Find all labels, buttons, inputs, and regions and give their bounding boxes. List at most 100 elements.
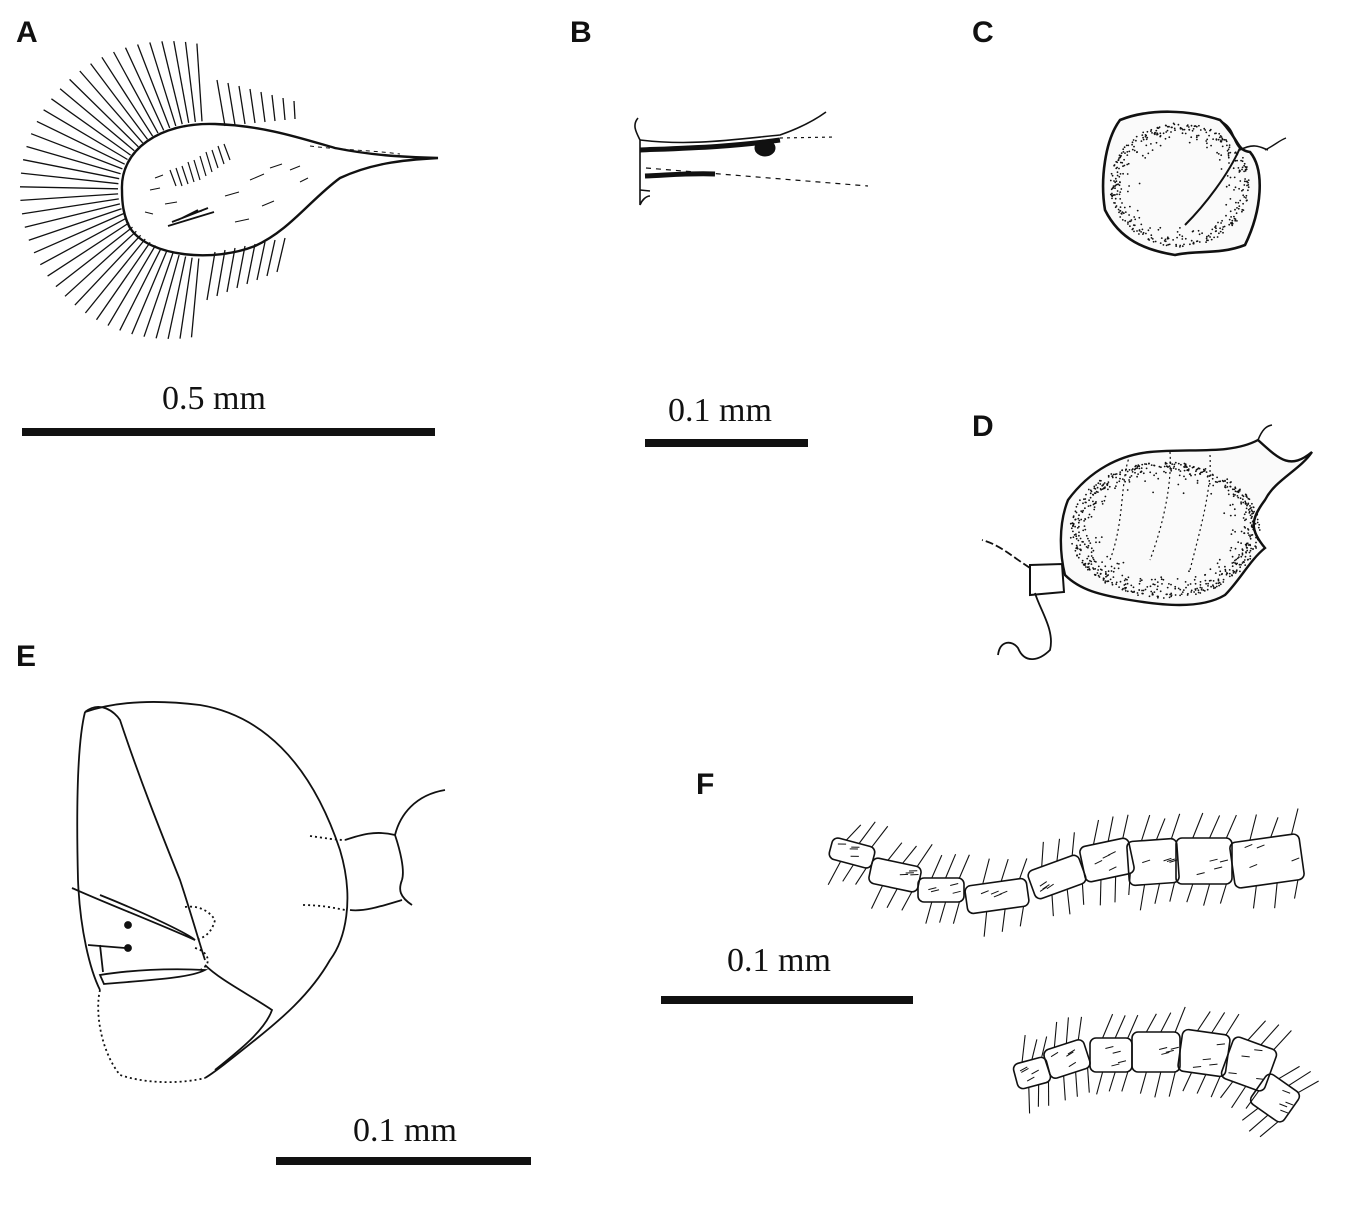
dot — [1074, 510, 1077, 513]
dot — [1202, 468, 1205, 471]
dot — [1174, 461, 1177, 464]
dot — [1126, 489, 1129, 491]
seta — [36, 120, 125, 165]
dot — [1247, 503, 1249, 506]
panel-label-c: C — [972, 16, 994, 49]
dot — [1214, 230, 1217, 233]
dot — [1151, 132, 1153, 134]
wing-outline — [120, 122, 439, 257]
dot — [1123, 584, 1126, 586]
dot — [1209, 236, 1211, 238]
dot — [1245, 194, 1248, 197]
dot — [1136, 465, 1139, 468]
dot — [1110, 565, 1113, 568]
dot — [1083, 543, 1086, 546]
dot — [1194, 473, 1197, 476]
dot — [1158, 126, 1161, 128]
dot — [1116, 193, 1118, 196]
dot — [1083, 525, 1086, 527]
dot — [1258, 523, 1261, 526]
dot — [1113, 567, 1116, 570]
dot — [1140, 223, 1143, 226]
seta — [113, 51, 159, 134]
dot — [1237, 541, 1240, 544]
dot — [1226, 175, 1229, 177]
dot — [1236, 557, 1239, 560]
dot — [1233, 215, 1235, 218]
dot — [1144, 157, 1147, 159]
dot — [1117, 567, 1120, 570]
dot — [1234, 494, 1236, 496]
dot — [1194, 576, 1197, 578]
dot — [1257, 526, 1260, 529]
seta — [276, 237, 286, 273]
dot — [1163, 465, 1166, 468]
dot — [1103, 499, 1106, 502]
dot — [1188, 570, 1190, 573]
dot — [1154, 578, 1157, 581]
dot — [1235, 212, 1238, 215]
seta — [173, 40, 190, 124]
dot — [1119, 191, 1122, 194]
dot — [1087, 544, 1090, 547]
dot — [1150, 590, 1153, 593]
dot — [1173, 127, 1176, 130]
dot — [1119, 161, 1122, 164]
dot — [1094, 568, 1097, 570]
antenna-segment — [1131, 1006, 1186, 1098]
dot — [1111, 475, 1114, 478]
dot — [1193, 591, 1195, 593]
dot — [1111, 192, 1113, 195]
dot — [1190, 239, 1193, 242]
dot — [1152, 583, 1155, 586]
dot — [1242, 517, 1245, 519]
dot — [1096, 572, 1099, 574]
dot — [1206, 146, 1208, 149]
dot — [1105, 572, 1107, 575]
dot — [1104, 580, 1107, 582]
seta — [24, 203, 121, 228]
dot — [1104, 571, 1107, 573]
dot — [1141, 228, 1144, 231]
dot — [1212, 484, 1215, 487]
dot — [1221, 138, 1224, 141]
dot — [1196, 468, 1199, 470]
dot — [1179, 246, 1181, 248]
dot — [1224, 568, 1227, 571]
dot — [1130, 590, 1133, 593]
dot — [1086, 557, 1089, 560]
dot — [1187, 126, 1190, 128]
dot — [1154, 132, 1156, 134]
dot — [1162, 578, 1165, 581]
dot — [1114, 177, 1117, 180]
dot — [1190, 136, 1193, 139]
dot — [1149, 471, 1152, 474]
dot — [1246, 504, 1248, 507]
dot — [1208, 482, 1211, 485]
dot — [1122, 561, 1125, 564]
dot — [1234, 152, 1236, 154]
dot — [1244, 564, 1247, 566]
dot — [1156, 132, 1158, 135]
dot — [1249, 537, 1252, 540]
dot — [1193, 578, 1196, 581]
dot — [1219, 230, 1222, 233]
dot — [1087, 537, 1089, 540]
dot — [1085, 493, 1087, 496]
dot — [1127, 576, 1130, 579]
dot — [1218, 566, 1220, 568]
dot — [1176, 236, 1178, 239]
dot — [1149, 585, 1152, 588]
dot — [1188, 129, 1191, 131]
dot — [1083, 498, 1085, 501]
dot — [1124, 583, 1127, 586]
dot — [1163, 240, 1166, 242]
dot — [1242, 501, 1245, 504]
dot — [1082, 529, 1085, 532]
dot — [1225, 572, 1228, 574]
dot — [1187, 584, 1189, 586]
antenna-segment — [1229, 808, 1305, 909]
dot — [1218, 574, 1221, 576]
dot — [1226, 478, 1229, 481]
dot — [1127, 162, 1130, 165]
